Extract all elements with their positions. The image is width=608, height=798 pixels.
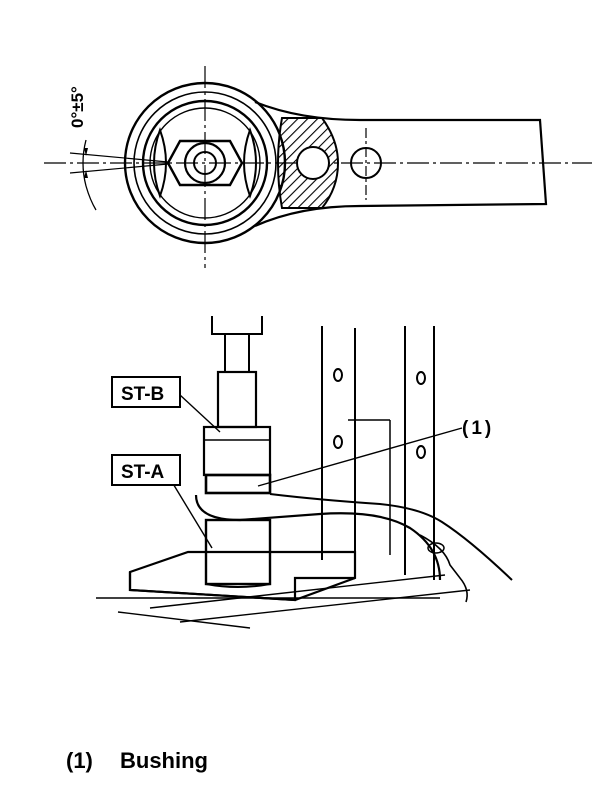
arm-small-hole	[350, 147, 382, 179]
bed-line-4	[117, 611, 251, 629]
st-b-lower	[202, 425, 272, 477]
st-b-box	[111, 376, 181, 408]
link-arm	[194, 494, 442, 581]
eye-ring-4	[149, 107, 261, 219]
eye-ring-2	[133, 91, 277, 235]
bed-line-2	[149, 574, 446, 609]
link-arm-top	[269, 493, 513, 581]
caption-text: Bushing	[120, 748, 208, 773]
arm-end-break	[539, 119, 547, 205]
st-b-leader	[179, 394, 221, 433]
link-arm-end	[419, 534, 468, 603]
press-ram	[211, 316, 263, 335]
angle-arrow-top	[84, 148, 88, 156]
st-a-base	[205, 583, 271, 588]
eye-ring-3	[141, 99, 269, 227]
st-b-label: ST-B	[121, 384, 164, 405]
bushing	[204, 473, 272, 495]
link-arm-eye	[427, 542, 445, 554]
top-view	[44, 66, 592, 268]
eye-outer-ring	[123, 81, 287, 245]
st-b-upper	[216, 370, 258, 429]
st-a-box	[111, 454, 181, 486]
rubber-void-left	[153, 127, 167, 199]
inner-sleeve	[183, 141, 227, 185]
rubber-void-right	[243, 127, 257, 199]
inner-bore	[193, 151, 217, 175]
st-a-leader	[171, 481, 213, 549]
angle-arc	[82, 139, 87, 187]
part-1-leader	[257, 427, 463, 487]
frame-hole-3	[416, 371, 426, 385]
angle-arrow-bottom	[84, 170, 88, 178]
section-hole	[296, 146, 330, 180]
frame-hole-1	[333, 368, 343, 382]
st-a-label: ST-A	[121, 462, 165, 483]
press-view	[96, 316, 513, 629]
angle-label: 0°±5°	[68, 86, 87, 128]
part-1-callout: (1)	[462, 418, 494, 439]
frame-hole-2	[333, 435, 343, 449]
angle-tail-bottom	[85, 185, 97, 211]
inner-hex	[166, 139, 244, 187]
bed-line-3	[179, 589, 471, 623]
figure-caption: (1) Bushing	[66, 748, 208, 774]
frame-hole-4	[416, 445, 426, 459]
caption-number: (1)	[66, 748, 93, 773]
